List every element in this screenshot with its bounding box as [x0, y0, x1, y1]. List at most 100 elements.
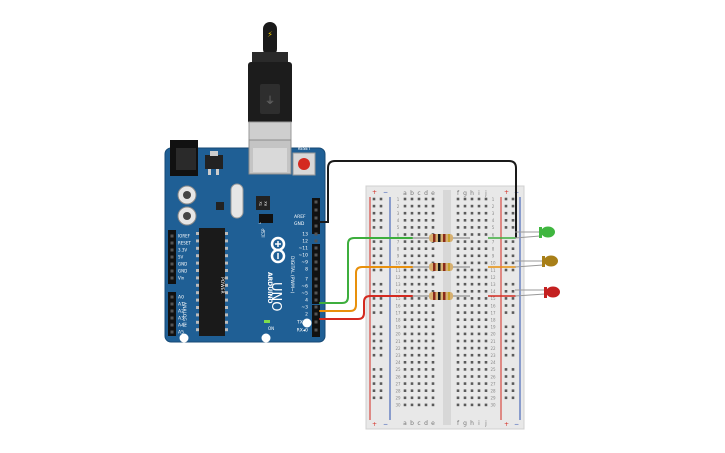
breadboard-hole[interactable] — [463, 247, 467, 250]
breadboard-hole[interactable] — [424, 240, 428, 243]
breadboard-hole[interactable] — [456, 211, 460, 215]
breadboard-hole[interactable] — [470, 233, 474, 236]
breadboard-hole[interactable] — [410, 261, 414, 265]
breadboard-hole[interactable] — [484, 368, 488, 371]
breadboard-hole[interactable] — [410, 211, 414, 215]
rail-hole[interactable] — [372, 346, 376, 350]
breadboard-hole[interactable] — [403, 247, 407, 250]
rail-hole[interactable] — [504, 247, 508, 250]
breadboard-hole[interactable] — [424, 219, 428, 222]
rail-hole[interactable] — [504, 204, 508, 208]
breadboard-hole[interactable] — [417, 304, 421, 307]
breadboard-hole[interactable] — [431, 311, 435, 314]
breadboard-hole[interactable] — [477, 318, 481, 321]
breadboard-hole[interactable] — [470, 318, 474, 321]
digital-pin-hole[interactable] — [314, 246, 318, 250]
breadboard-hole[interactable] — [477, 325, 481, 329]
rail-hole[interactable] — [511, 353, 515, 357]
breadboard-hole[interactable] — [424, 368, 428, 371]
rail-hole[interactable] — [379, 353, 383, 357]
rail-hole[interactable] — [372, 332, 376, 336]
breadboard-hole[interactable] — [456, 254, 460, 258]
breadboard-hole[interactable] — [424, 282, 428, 286]
breadboard-hole[interactable] — [431, 361, 435, 364]
breadboard-hole[interactable] — [410, 204, 414, 208]
breadboard-hole[interactable] — [417, 375, 421, 378]
rail-hole[interactable] — [511, 268, 515, 272]
breadboard-hole[interactable] — [410, 226, 414, 229]
rail-hole[interactable] — [372, 204, 376, 208]
breadboard-hole[interactable] — [424, 389, 428, 392]
breadboard-hole[interactable] — [424, 226, 428, 229]
rail-hole[interactable] — [372, 325, 376, 329]
breadboard-hole[interactable] — [477, 311, 481, 314]
digital-pin-hole[interactable] — [314, 277, 318, 281]
analog-pin-hole[interactable] — [170, 330, 174, 334]
breadboard-hole[interactable] — [477, 396, 481, 400]
breadboard-hole[interactable] — [463, 226, 467, 229]
rail-hole[interactable] — [504, 240, 508, 243]
digital-pin-hole[interactable] — [314, 328, 318, 332]
breadboard-hole[interactable] — [410, 396, 414, 400]
rail-hole[interactable] — [504, 290, 508, 293]
breadboard-hole[interactable] — [484, 382, 488, 385]
breadboard-hole[interactable] — [463, 368, 467, 371]
breadboard-hole[interactable] — [403, 318, 407, 321]
digital-pin-hole[interactable] — [314, 305, 318, 309]
breadboard-hole[interactable] — [431, 389, 435, 392]
breadboard-hole[interactable] — [424, 318, 428, 321]
rail-hole[interactable] — [372, 254, 376, 258]
breadboard-hole[interactable] — [431, 304, 435, 307]
breadboard-hole[interactable] — [477, 226, 481, 229]
breadboard-hole[interactable] — [417, 318, 421, 321]
breadboard-hole[interactable] — [410, 339, 414, 343]
breadboard-hole[interactable] — [477, 219, 481, 222]
breadboard-hole[interactable] — [410, 240, 414, 243]
rail-hole[interactable] — [504, 197, 508, 201]
breadboard-hole[interactable] — [470, 197, 474, 201]
rail-hole[interactable] — [379, 254, 383, 258]
breadboard-hole[interactable] — [431, 318, 435, 321]
breadboard-hole[interactable] — [431, 346, 435, 350]
rail-hole[interactable] — [379, 261, 383, 265]
breadboard-hole[interactable] — [417, 346, 421, 350]
breadboard-hole[interactable] — [463, 261, 467, 265]
breadboard-hole[interactable] — [477, 304, 481, 307]
breadboard-hole[interactable] — [417, 268, 421, 272]
breadboard-hole[interactable] — [463, 389, 467, 392]
breadboard-hole[interactable] — [431, 332, 435, 336]
rail-hole[interactable] — [372, 261, 376, 265]
breadboard-hole[interactable] — [463, 332, 467, 336]
breadboard-hole[interactable] — [417, 290, 421, 293]
breadboard-hole[interactable] — [403, 325, 407, 329]
breadboard-hole[interactable] — [417, 275, 421, 279]
resistor-1[interactable] — [412, 234, 470, 242]
breadboard-hole[interactable] — [431, 261, 435, 265]
breadboard-hole[interactable] — [477, 290, 481, 293]
breadboard-hole[interactable] — [477, 233, 481, 236]
breadboard-hole[interactable] — [463, 282, 467, 286]
rail-hole[interactable] — [372, 290, 376, 293]
breadboard-hole[interactable] — [477, 204, 481, 208]
rail-hole[interactable] — [372, 382, 376, 385]
rail-hole[interactable] — [504, 339, 508, 343]
breadboard-hole[interactable] — [424, 403, 428, 407]
led-yellow[interactable] — [514, 255, 558, 268]
breadboard-hole[interactable] — [470, 382, 474, 385]
breadboard-hole[interactable] — [417, 382, 421, 385]
breadboard-hole[interactable] — [417, 311, 421, 314]
power-pin-hole[interactable] — [170, 234, 174, 238]
breadboard-hole[interactable] — [477, 339, 481, 343]
breadboard-hole[interactable] — [470, 254, 474, 258]
breadboard-hole[interactable] — [403, 197, 407, 201]
rail-hole[interactable] — [511, 346, 515, 350]
breadboard-hole[interactable] — [477, 368, 481, 371]
rail-hole[interactable] — [504, 226, 508, 229]
rail-hole[interactable] — [379, 297, 383, 300]
rail-hole[interactable] — [372, 353, 376, 357]
breadboard-hole[interactable] — [470, 361, 474, 364]
rail-hole[interactable] — [379, 368, 383, 371]
breadboard-hole[interactable] — [456, 282, 460, 286]
rail-hole[interactable] — [372, 304, 376, 307]
